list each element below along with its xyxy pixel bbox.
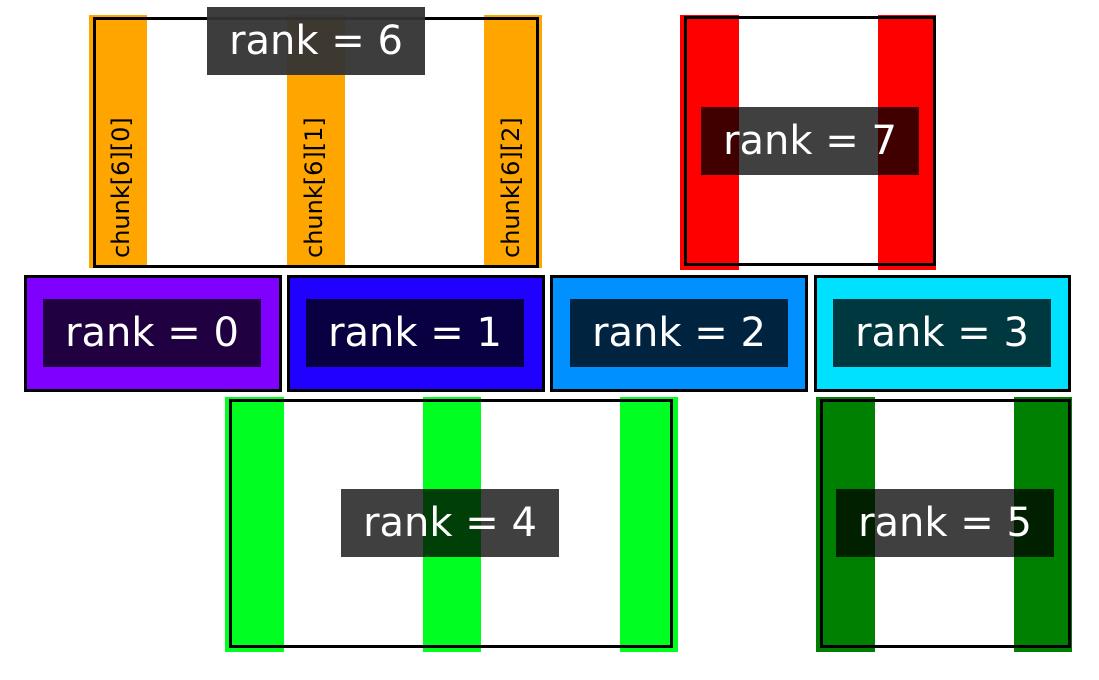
rank4-label: rank = 4: [341, 489, 559, 557]
chunk-label-2: chunk[6][2]: [497, 117, 525, 258]
rank6-label: rank = 6: [207, 7, 425, 75]
rank6-chunk-2: [484, 15, 542, 268]
chunk-label-1: chunk[6][1]: [300, 117, 328, 258]
rank5-frame: [820, 399, 1071, 648]
rank7-frame: [684, 16, 936, 266]
rank4-chunk-2: [620, 397, 678, 652]
rank0-label: rank = 0: [43, 299, 261, 367]
rank1-label: rank = 1: [306, 299, 524, 367]
rank3-label: rank = 3: [833, 299, 1051, 367]
rank4-chunk-0: [225, 397, 284, 652]
rank2-label: rank = 2: [570, 299, 788, 367]
rank4-frame: [229, 399, 673, 648]
rank5-label: rank = 5: [836, 489, 1054, 557]
rank7-label: rank = 7: [701, 107, 919, 175]
rank6-chunk-0: [89, 15, 147, 268]
chunk-label-0: chunk[6][0]: [107, 117, 135, 258]
